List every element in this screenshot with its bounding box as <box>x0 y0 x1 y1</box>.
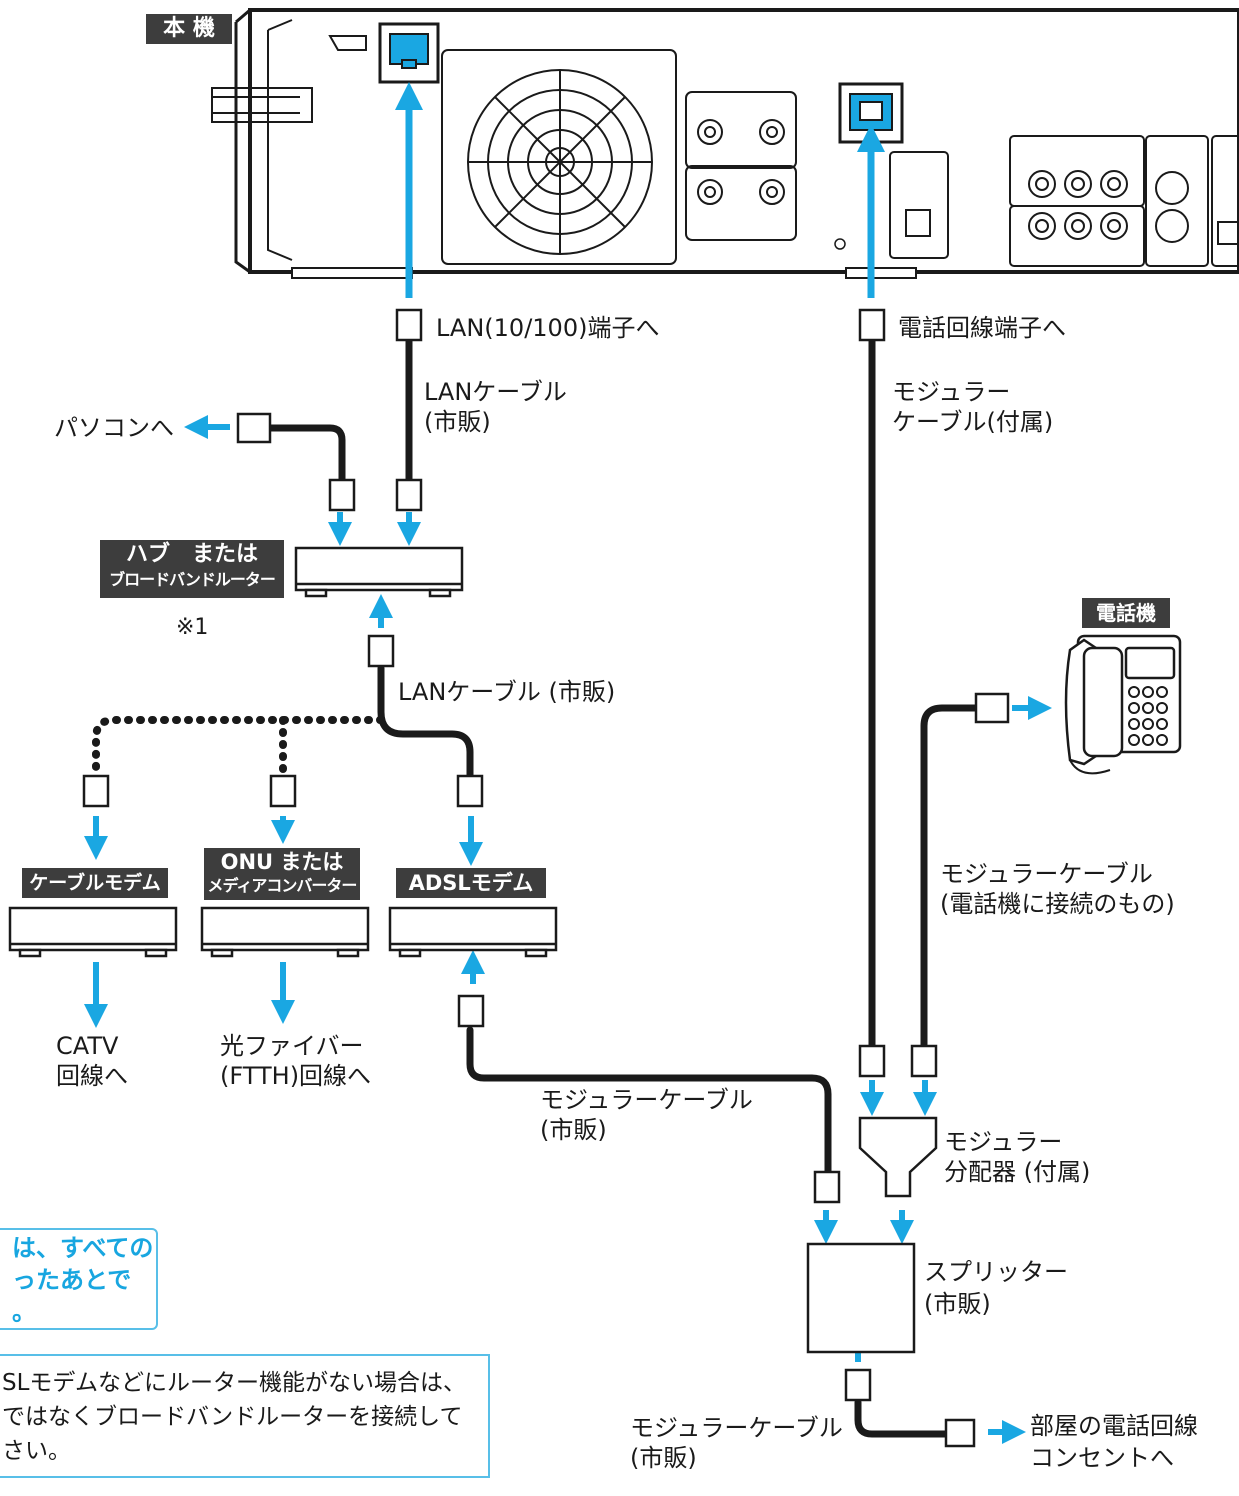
label-lan-cable-1: LANケーブル <box>424 378 567 406</box>
tag-adsl-modem: ADSLモデム <box>396 868 546 898</box>
label-lan-cable-2: LANケーブル (市販) <box>398 678 616 706</box>
plug-hub-right <box>395 478 423 512</box>
tag-telephone: 電話機 <box>1082 598 1170 628</box>
tag-main-unit: 本 機 <box>146 14 232 44</box>
plug-splitter-bottom <box>844 1368 872 1402</box>
label-splitter: スプリッター <box>924 1258 1068 1286</box>
telephone-device <box>1064 634 1182 775</box>
devices <box>8 546 1182 1354</box>
adsl-modem-device <box>388 906 558 958</box>
cables <box>92 336 980 1438</box>
plug-lan-port <box>395 308 423 342</box>
label-modular-splitter: モジュラー <box>944 1128 1063 1156</box>
modular-splitter-device <box>858 1116 938 1198</box>
plug-splitter-left <box>858 1044 886 1078</box>
plug-hub-left <box>328 478 356 512</box>
plug-adsl <box>456 774 484 808</box>
plug-pc <box>236 412 272 444</box>
plug-onu <box>269 774 297 808</box>
tag-hub: ハブ または ブロードバンドルーター <box>100 540 284 598</box>
label-catv-line1: CATV <box>56 1032 119 1060</box>
telephone-cable <box>920 704 980 1050</box>
label-wall-jack-line2: コンセントへ <box>1030 1444 1174 1472</box>
caution-note-line-2: ったあとで <box>12 1266 132 1294</box>
label-wall-jack-line1: 部屋の電話回線 <box>1030 1412 1198 1440</box>
tag-hub-line2: ブロードバンドルーター <box>109 570 276 589</box>
router-note-line-1: SLモデムなどにルーター機能がない場合は、 <box>2 1370 466 1396</box>
caution-note-line-1: は、すべての <box>12 1234 154 1262</box>
label-catv-line2: 回線へ <box>56 1062 128 1090</box>
tag-onu-line1: ONU または <box>220 850 344 874</box>
plug-telephone <box>974 692 1010 724</box>
label-modular-cable-adsl: モジュラーケーブル <box>540 1086 753 1114</box>
router-note-line-3: さい。 <box>2 1438 71 1464</box>
label-fiber-line2: (FTTH)回線へ <box>220 1062 372 1090</box>
connector-plugs <box>82 308 1010 1448</box>
main-unit-rear-panel <box>211 8 1239 279</box>
plug-phone-port <box>858 308 886 342</box>
tag-onu: ONU または メディアコンバーター <box>204 848 360 900</box>
label-lan-port: LAN(10/100)端子へ <box>436 314 660 342</box>
label-splitter-sub: (市販) <box>924 1290 991 1318</box>
plug-wall-jack <box>944 1418 976 1448</box>
plug-cable-modem <box>82 774 110 808</box>
router-note: SLモデムなどにルーター機能がない場合は、 ではなくブロードバンドルーターを接続… <box>0 1354 490 1478</box>
lan-cable-optional <box>92 716 385 780</box>
plug-adsl-to-splitter <box>813 1170 841 1204</box>
tag-onu-line2: メディアコンバーター <box>207 876 358 895</box>
tag-hub-line1: ハブ または <box>125 542 258 567</box>
label-modular-cable-wall-sub: (市販) <box>630 1444 697 1472</box>
tag-cable-modem: ケーブルモデム <box>22 868 168 898</box>
hub-device <box>294 546 464 598</box>
plug-adsl-bottom <box>457 994 485 1028</box>
label-modular-splitter-sub: 分配器 (付属) <box>944 1158 1091 1186</box>
label-modular-cable-1-sub: ケーブル(付属) <box>892 408 1054 436</box>
connection-arrows <box>84 82 1052 1444</box>
caution-note: は、すべての ったあとで 。 <box>0 1228 158 1330</box>
pc-cable <box>266 424 346 484</box>
adsl-modular-cable <box>466 1026 832 1176</box>
label-phone-port: 電話回線端子へ <box>898 314 1066 342</box>
onu-device <box>200 906 370 958</box>
label-modular-cable-adsl-sub: (市販) <box>540 1116 607 1144</box>
caution-note-line-3: 。 <box>12 1298 36 1326</box>
router-note-line-2: ではなくブロードバンドルーターを接続して <box>2 1404 463 1430</box>
plug-splitter-right <box>910 1044 938 1078</box>
wall-modular-cable <box>854 1398 950 1438</box>
label-lan-cable-1-sub: (市販) <box>424 408 491 436</box>
splitter-device <box>806 1242 916 1354</box>
label-modular-cable-phone: モジュラーケーブル <box>940 860 1153 888</box>
label-modular-cable-1: モジュラー <box>892 378 1011 406</box>
label-fiber-line1: 光ファイバー <box>220 1032 364 1060</box>
plug-hub-bottom <box>367 634 395 668</box>
label-footnote-mark: ※1 <box>176 615 209 640</box>
label-to-pc: パソコンへ <box>54 414 174 442</box>
cable-modem-device <box>8 906 178 958</box>
label-modular-cable-wall: モジュラーケーブル <box>630 1414 843 1442</box>
label-modular-cable-phone-sub: (電話機に接続のもの) <box>940 890 1175 918</box>
